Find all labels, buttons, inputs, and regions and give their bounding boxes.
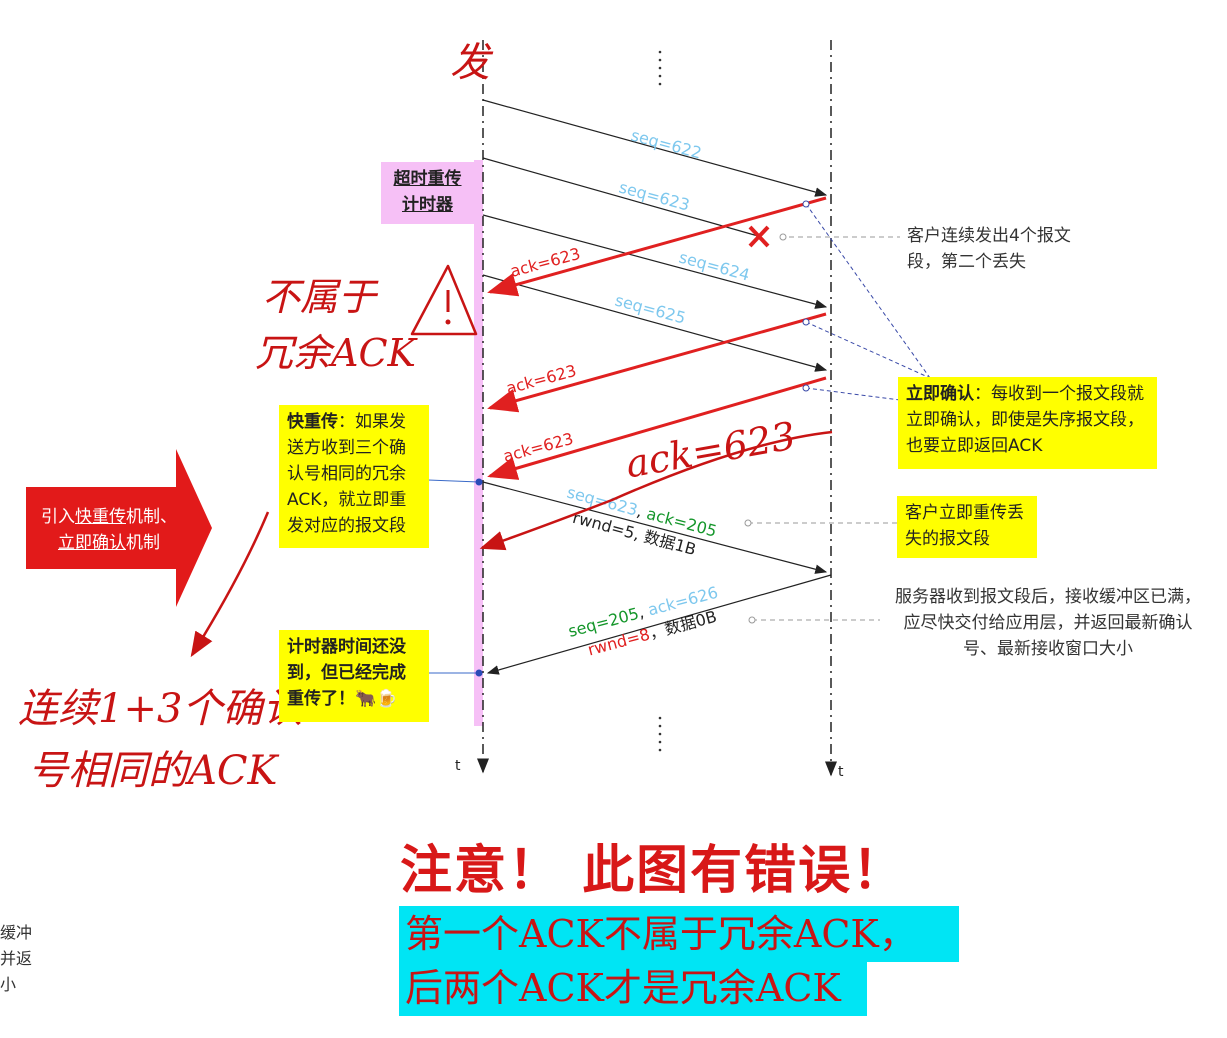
label-seq624: seq=624 bbox=[677, 248, 752, 285]
t-right: t bbox=[838, 764, 844, 780]
note-client-sent: 客户连续发出4个报文段，第二个丢失 bbox=[907, 226, 1071, 272]
handwritten-down-arrow bbox=[190, 511, 270, 658]
lost-x-icon bbox=[748, 225, 770, 248]
retx-arrow bbox=[482, 481, 828, 574]
t-left: t bbox=[455, 758, 461, 774]
intro-arrow-label: 引入快重传机制、 立即确认机制 bbox=[41, 507, 177, 553]
handwritten-consecutive-2: 号相同的ACK bbox=[28, 748, 278, 794]
warning-icon bbox=[410, 264, 478, 336]
handwritten-not-redundant-1: 不属于 bbox=[262, 275, 377, 319]
warning-line2: 后两个ACK才是冗余ACK bbox=[399, 960, 867, 1016]
label-seq625: seq=625 bbox=[613, 291, 688, 328]
ack3-arrow bbox=[487, 376, 827, 480]
fast-retransmit-body: ：如果发送方收到三个确认号相同的冗余ACK，就立即重发对应的报文段 bbox=[287, 412, 407, 536]
immediate-ack-box: 立即确认：每收到一个报文段就立即确认，即使是失序报文段，也要立即返回ACK bbox=[898, 377, 1157, 469]
resp-arrow bbox=[486, 574, 832, 675]
ellipsis-bottom bbox=[658, 716, 662, 752]
timer-band bbox=[474, 160, 483, 726]
handwritten-ack-arrow bbox=[479, 430, 833, 551]
ack2-arrow bbox=[487, 312, 827, 413]
warning-line1: 第一个ACK不属于冗余ACK， bbox=[399, 906, 959, 962]
warning-title: 注意！ 此图有错误！ bbox=[400, 840, 907, 901]
seg-623-arrow bbox=[482, 157, 759, 237]
label-ack3: ack=623 bbox=[501, 429, 575, 466]
immediate-ack-title: 立即确认 bbox=[906, 384, 974, 404]
callout-lines bbox=[427, 200, 931, 677]
note-server-recv: 服务器收到报文段后，接收缓冲区已满，应尽快交付给应用层，并返回最新确认号、最新接… bbox=[895, 587, 1201, 659]
edge-fragment: 缓冲 并返 小 bbox=[0, 923, 33, 994]
fast-retransmit-title: 快重传 bbox=[287, 412, 338, 432]
ack1-arrow bbox=[487, 196, 827, 297]
seg-624-arrow bbox=[482, 214, 828, 309]
fast-retransmit-box: 快重传：如果发送方收到三个确认号相同的冗余ACK，就立即重发对应的报文段 bbox=[279, 405, 429, 548]
ellipsis-top bbox=[658, 50, 662, 86]
handwritten-not-redundant-2: 冗余ACK bbox=[255, 331, 416, 375]
immediate-ack-body: ：每收到一个报文段就立即确认，即使是失序报文段，也要立即返回ACK bbox=[906, 384, 1144, 456]
handwritten-send: 发 bbox=[450, 40, 490, 86]
timeout-timer-label: 超时重传 计时器 bbox=[381, 162, 474, 224]
timer-done-box: 计时器时间还没到，但已经完成重传了！🐂🍺 bbox=[279, 630, 429, 722]
intro-arrow-shape bbox=[26, 449, 212, 607]
seg-622-arrow bbox=[482, 99, 828, 197]
seg-625-arrow bbox=[482, 274, 828, 372]
label-seq623: seq=623 bbox=[617, 178, 692, 215]
handwritten-consecutive-1: 连续1+3个确认 bbox=[18, 686, 303, 732]
client-resend-box: 客户立即重传丢失的报文段 bbox=[897, 496, 1037, 558]
label-seq622: seq=622 bbox=[629, 126, 704, 163]
